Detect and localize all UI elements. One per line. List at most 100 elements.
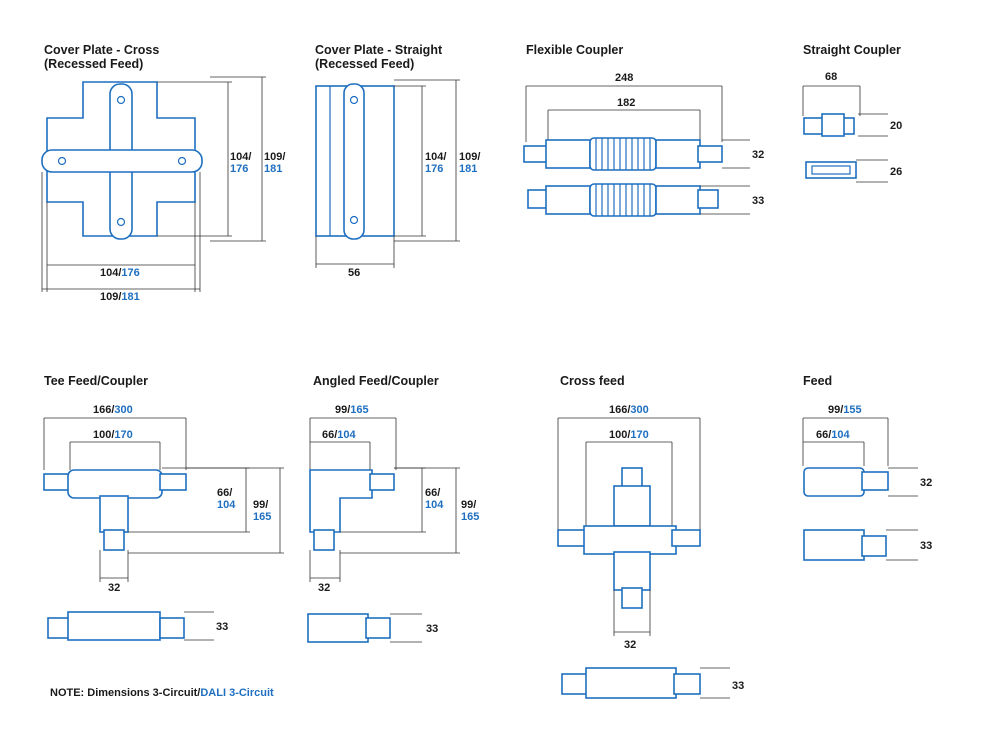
cross-height-outer-label: 109/ (264, 151, 285, 163)
screw-hole-icon (349, 95, 359, 105)
flex-height-top-label: 32 (752, 149, 764, 161)
cf-side-end-right (673, 673, 701, 695)
tee-title: Tee Feed/Coupler (44, 374, 148, 388)
feed-side-body (803, 529, 865, 561)
cross-width-outer-label: 109/181 (100, 291, 140, 303)
cross-height-outer-dali: 181 (264, 163, 282, 175)
flex-height-side-label: 33 (752, 195, 764, 207)
angled-width-outer-label: 99/165 (335, 404, 369, 416)
angled-height-inner-dali: 104 (425, 499, 444, 511)
feed-title: Feed (803, 374, 832, 388)
straight-coupler-title: Straight Coupler (803, 43, 901, 57)
tee-width-outer-label: 166/300 (93, 404, 133, 416)
cf-side-height-label: 33 (732, 680, 744, 692)
sc-width-label: 68 (825, 71, 837, 83)
cover-plate-cross-group: Cover Plate - Cross (Recessed Feed) 104/… (41, 43, 285, 303)
tee-body (67, 469, 163, 499)
angled-end-bottom (313, 529, 335, 551)
angled-height-inner-label: 66/ (425, 487, 440, 499)
screw-hole-icon (177, 156, 187, 166)
bellows-ribs (595, 138, 651, 170)
straight-height-outer-dali: 181 (459, 163, 477, 175)
flex-body-right (655, 139, 701, 169)
flex-end-right (697, 145, 723, 163)
feed-width-outer-label: 99/155 (828, 404, 862, 416)
tee-height-outer-dali: 165 (253, 511, 271, 523)
cross-height-inner-label: 104/ (230, 151, 251, 163)
cf-arm-top (613, 485, 651, 527)
sc-side-inner (811, 165, 851, 175)
cross-feed-title: Cross feed (560, 374, 625, 388)
tee-feed-group: Tee Feed/Coupler 166/300 100/170 66/ 104… (43, 374, 284, 641)
feed-height-top-label: 32 (920, 477, 932, 489)
cover-cross-horizontal-strip (41, 149, 203, 173)
angled-branch-width-label: 32 (318, 582, 330, 594)
cf-end-right (671, 529, 701, 547)
angled-side-body (307, 613, 369, 643)
flex-side-bellows (589, 183, 657, 217)
cf-end-left (557, 529, 587, 547)
flex-side-end-right (697, 189, 719, 209)
sc-side-body (805, 161, 857, 179)
flex-inner-label: 182 (617, 97, 635, 109)
cf-end-top (621, 467, 643, 489)
tee-branch-end (103, 529, 125, 551)
screw-hole-icon (116, 95, 126, 105)
feed-top-body (803, 467, 865, 497)
cross-width-inner-label: 104/176 (100, 267, 140, 279)
angled-feed-group: Angled Feed/Coupler 99/165 66/104 66/ 10… (307, 374, 479, 643)
tee-branch-width-label: 32 (108, 582, 120, 594)
screw-hole-icon (116, 217, 126, 227)
cf-end-bottom (621, 587, 643, 609)
angled-end-right (369, 473, 395, 491)
angled-side-height-label: 33 (426, 623, 438, 635)
tee-side-body (67, 611, 161, 641)
cf-side-body (585, 667, 677, 699)
cover-plate-straight-group: Cover Plate - Straight (Recessed Feed) 1… (315, 43, 480, 279)
angled-height-outer-label: 99/ (461, 499, 476, 511)
tee-side-end-right (159, 617, 185, 639)
sc-height-side-label: 26 (890, 166, 902, 178)
screw-hole-icon (57, 156, 67, 166)
cf-arm-horizontal (583, 525, 677, 555)
side-bellows-ribs (595, 184, 651, 216)
angled-width-inner-label: 66/104 (322, 429, 357, 441)
screw-hole-icon (349, 215, 359, 225)
straight-height-inner-dali: 176 (425, 163, 443, 175)
tee-height-inner-dali: 104 (217, 499, 236, 511)
flex-bellows (589, 137, 657, 171)
cross-height-inner-dali: 176 (230, 163, 248, 175)
tee-end-left (43, 473, 71, 491)
tee-height-inner-label: 66/ (217, 487, 232, 499)
feed-side-end (861, 535, 887, 557)
tee-side-height-label: 33 (216, 621, 228, 633)
feed-height-side-label: 33 (920, 540, 932, 552)
dimensions-note: NOTE: Dimensions 3-Circuit/DALI 3-Circui… (50, 687, 274, 699)
tee-branch (99, 495, 129, 533)
angled-side-end (365, 617, 391, 639)
cf-width-inner-label: 100/170 (609, 429, 649, 441)
flex-side-body-left (545, 185, 591, 215)
cf-arm-bottom (613, 551, 651, 591)
tee-end-right (159, 473, 187, 491)
feed-width-inner-label: 66/104 (816, 429, 851, 441)
cf-width-outer-label: 166/300 (609, 404, 649, 416)
flex-side-end-left (527, 189, 549, 209)
flex-side-body-right (655, 185, 701, 215)
cover-straight-title-line1: Cover Plate - Straight (315, 43, 443, 57)
cover-cross-title-line1: Cover Plate - Cross (44, 43, 159, 57)
tee-width-inner-label: 100/170 (93, 429, 133, 441)
straight-height-inner-label: 104/ (425, 151, 446, 163)
feed-group: Feed 99/155 66/104 32 33 (802, 374, 932, 561)
flexible-title: Flexible Coupler (526, 43, 623, 57)
straight-height-outer-label: 109/ (459, 151, 480, 163)
angled-body (309, 469, 373, 533)
sc-top-center (821, 113, 845, 137)
cover-straight-title-line2: (Recessed Feed) (315, 57, 414, 71)
flex-total-label: 248 (615, 72, 633, 84)
feed-top-end (861, 471, 889, 491)
cover-cross-title-line2: (Recessed Feed) (44, 57, 143, 71)
cover-straight-strip (343, 83, 365, 240)
flexible-coupler-group: Flexible Coupler 248 182 32 (523, 43, 764, 217)
